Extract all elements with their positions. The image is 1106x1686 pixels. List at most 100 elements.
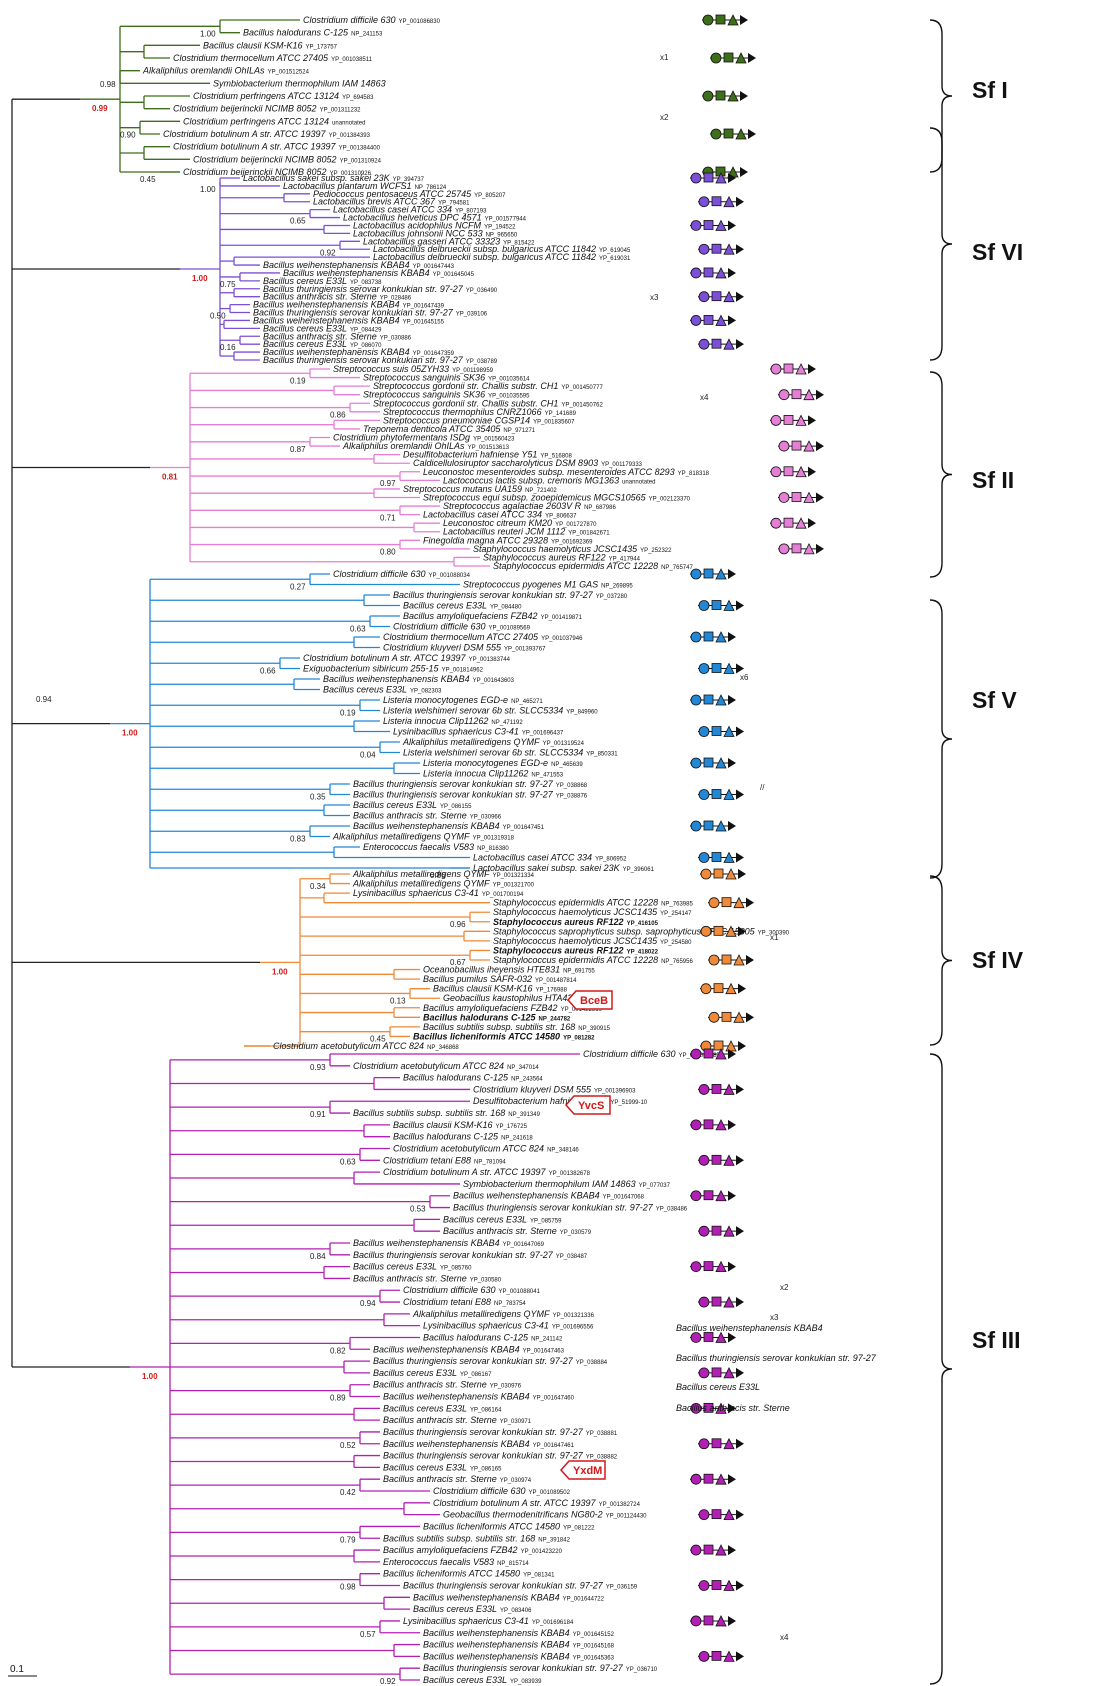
domain-glyph-icon <box>690 219 736 231</box>
leaf-label: Bacillus thuringiensis serovar konkukian… <box>263 284 498 294</box>
domain-glyph-icon <box>690 1544 736 1556</box>
support-value: 0.96 <box>450 920 466 929</box>
superfamily-label: Sf II <box>972 467 1014 493</box>
copy-number-label: // <box>760 783 765 792</box>
superfamily-label: Sf V <box>972 687 1017 713</box>
domain-glyph-icon <box>778 388 824 401</box>
leaf-label: Caldicellulosiruptor saccharolyticus DSM… <box>413 458 643 468</box>
leaf-label: Staphylococcus saprophyticus subsp. sapr… <box>493 926 790 936</box>
support-value: 0.16 <box>220 343 236 352</box>
domain-glyph-icon <box>698 1650 744 1662</box>
support-value: 0.42 <box>340 1488 356 1497</box>
superfamily-sf2: Sf II <box>929 371 1014 578</box>
domain-glyph-icon <box>698 290 744 303</box>
support-value-red: 1.00 <box>142 1372 158 1381</box>
scale-bar: 0.1 <box>8 1664 37 1677</box>
leaf-label: Bacillus thuringiensis serovar konkukian… <box>353 1250 588 1260</box>
support-value: 0.45 <box>370 1035 386 1044</box>
support-value: 0.52 <box>340 1441 356 1450</box>
domain-glyph-icon <box>698 1579 744 1591</box>
support-value: 0.98 <box>100 80 116 89</box>
support-value: 0.67 <box>450 958 466 967</box>
leaf-label: Bacillus thuringiensis serovar konkukian… <box>453 1203 688 1213</box>
leaf-label: Lactobacillus delbrueckii subsp. bulgari… <box>373 252 631 262</box>
domain-glyph-icon <box>700 982 746 995</box>
leaf-label: Bacillus subtilis subsp. subtilis str. 1… <box>353 1108 541 1118</box>
domain-glyph-icon <box>690 1473 736 1485</box>
support-value-red: 1.00 <box>272 967 288 976</box>
leaf-label: Bacillus thuringiensis serovar konkukian… <box>383 1451 618 1461</box>
side-label-cereus: Bacillus cereus E33L <box>676 1382 760 1392</box>
support-value: 1.00 <box>200 29 216 38</box>
sf3-side-annotations: Bacillus weihenstephanensis KBAB4 Bacill… <box>676 1323 877 1413</box>
support-value: 0.93 <box>310 1063 326 1072</box>
domain-glyph-icon <box>690 172 736 184</box>
support-value: 0.92 <box>320 248 336 257</box>
domain-glyph-icon <box>698 788 744 800</box>
support-value: 0.98 <box>340 1583 356 1592</box>
leaf-label: Listeria welshimeri serovar 6b str. SLCC… <box>383 706 598 716</box>
domain-glyph-icon <box>770 465 816 478</box>
support-value: 0.53 <box>410 1205 426 1214</box>
domain-glyph-icon <box>700 868 746 880</box>
highlight-tag-label: BceB <box>580 995 608 1007</box>
leaf-label: Symbiobacterium thermophilum IAM 14863 <box>213 78 386 88</box>
domain-glyph-icon <box>690 1189 736 1202</box>
support-value: 0.71 <box>380 513 396 522</box>
domain-glyph-icon <box>710 52 756 64</box>
highlight-tag-label: YvcS <box>578 1100 604 1112</box>
leaf-label: Bacillus subtilis subsp. subtilis str. 1… <box>423 1022 611 1032</box>
copy-number-label: x4 <box>700 393 709 402</box>
